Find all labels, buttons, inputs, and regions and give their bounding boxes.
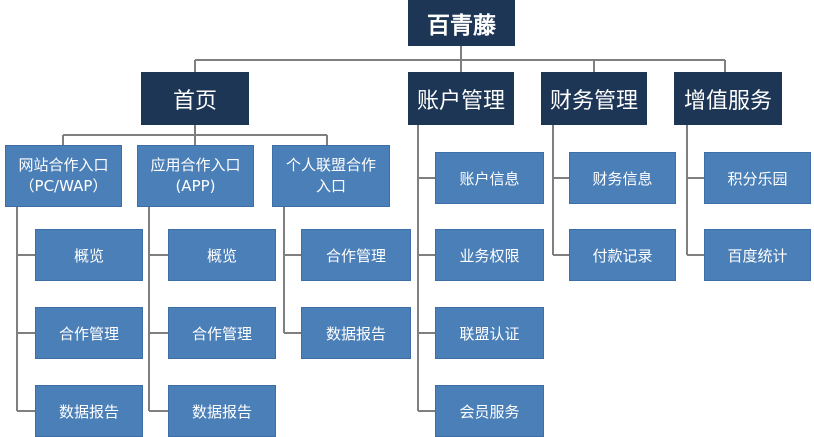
- node-website-entry: 网站合作入口 （PC/WAP）: [5, 145, 122, 207]
- node-app-entry: 应用合作入口 (APP): [137, 145, 254, 207]
- node-finance-management: 财务管理: [541, 72, 647, 125]
- leaf-website-report: 数据报告: [35, 385, 143, 437]
- leaf-alliance-auth: 联盟认证: [435, 307, 544, 359]
- connector-lines: [16, 46, 726, 412]
- leaf-account-info: 账户信息: [435, 152, 544, 204]
- leaf-payment-record: 付款记录: [569, 229, 676, 281]
- leaf-baidu-statistics: 百度统计: [704, 229, 811, 281]
- root-node: 百青藤: [408, 0, 515, 46]
- node-account-management: 账户管理: [408, 72, 514, 125]
- leaf-points-park: 积分乐园: [704, 152, 811, 204]
- leaf-website-overview: 概览: [35, 229, 143, 281]
- leaf-personal-report: 数据报告: [301, 307, 411, 359]
- org-chart: 百青藤 首页 账户管理 财务管理 增值服务 网站合作入口 （PC/WAP） 应用…: [5, 0, 811, 437]
- leaf-business-permission: 业务权限: [435, 229, 544, 281]
- leaf-member-service: 会员服务: [435, 385, 544, 437]
- leaf-app-cooperation: 合作管理: [168, 307, 276, 359]
- leaf-personal-cooperation: 合作管理: [301, 229, 411, 281]
- leaf-website-cooperation: 合作管理: [35, 307, 143, 359]
- leaf-app-overview: 概览: [168, 229, 276, 281]
- leaf-app-report: 数据报告: [168, 385, 276, 437]
- node-home: 首页: [141, 72, 249, 125]
- node-value-added-services: 增值服务: [674, 72, 782, 125]
- node-personal-entry: 个人联盟合作 入口: [272, 145, 390, 207]
- leaf-finance-info: 财务信息: [569, 152, 676, 204]
